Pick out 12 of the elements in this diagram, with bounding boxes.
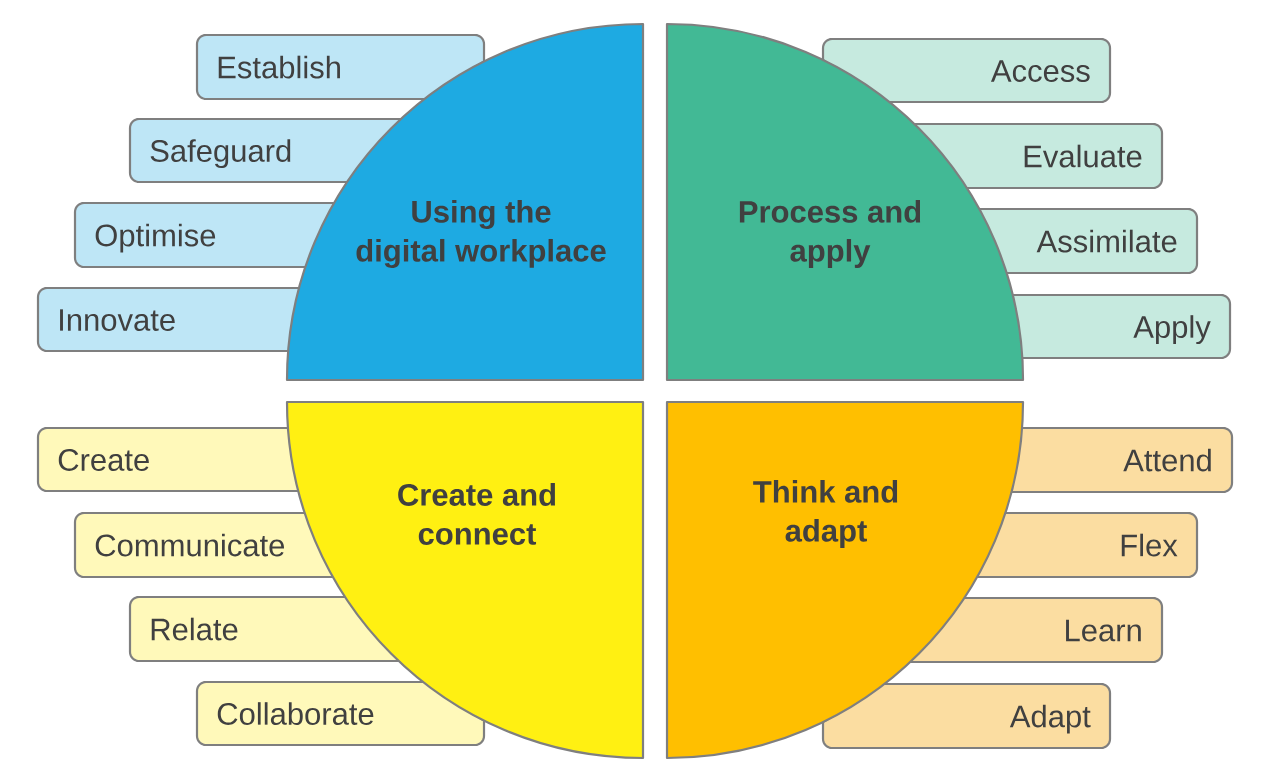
label-box: Apply xyxy=(1010,293,1232,360)
label-box: Create xyxy=(36,426,301,493)
label-box: Adapt xyxy=(821,682,1112,750)
label-box: Attend xyxy=(1008,426,1234,494)
label-box: Access xyxy=(821,37,1112,104)
label-box: Communicate xyxy=(73,511,336,579)
label-box: Flex xyxy=(974,511,1199,579)
label-box: Assimilate xyxy=(976,207,1199,275)
label-box: Establish xyxy=(195,33,486,101)
label-box: Optimise xyxy=(73,201,337,269)
label-box: Innovate xyxy=(36,286,302,353)
label-box: Collaborate xyxy=(195,680,486,747)
